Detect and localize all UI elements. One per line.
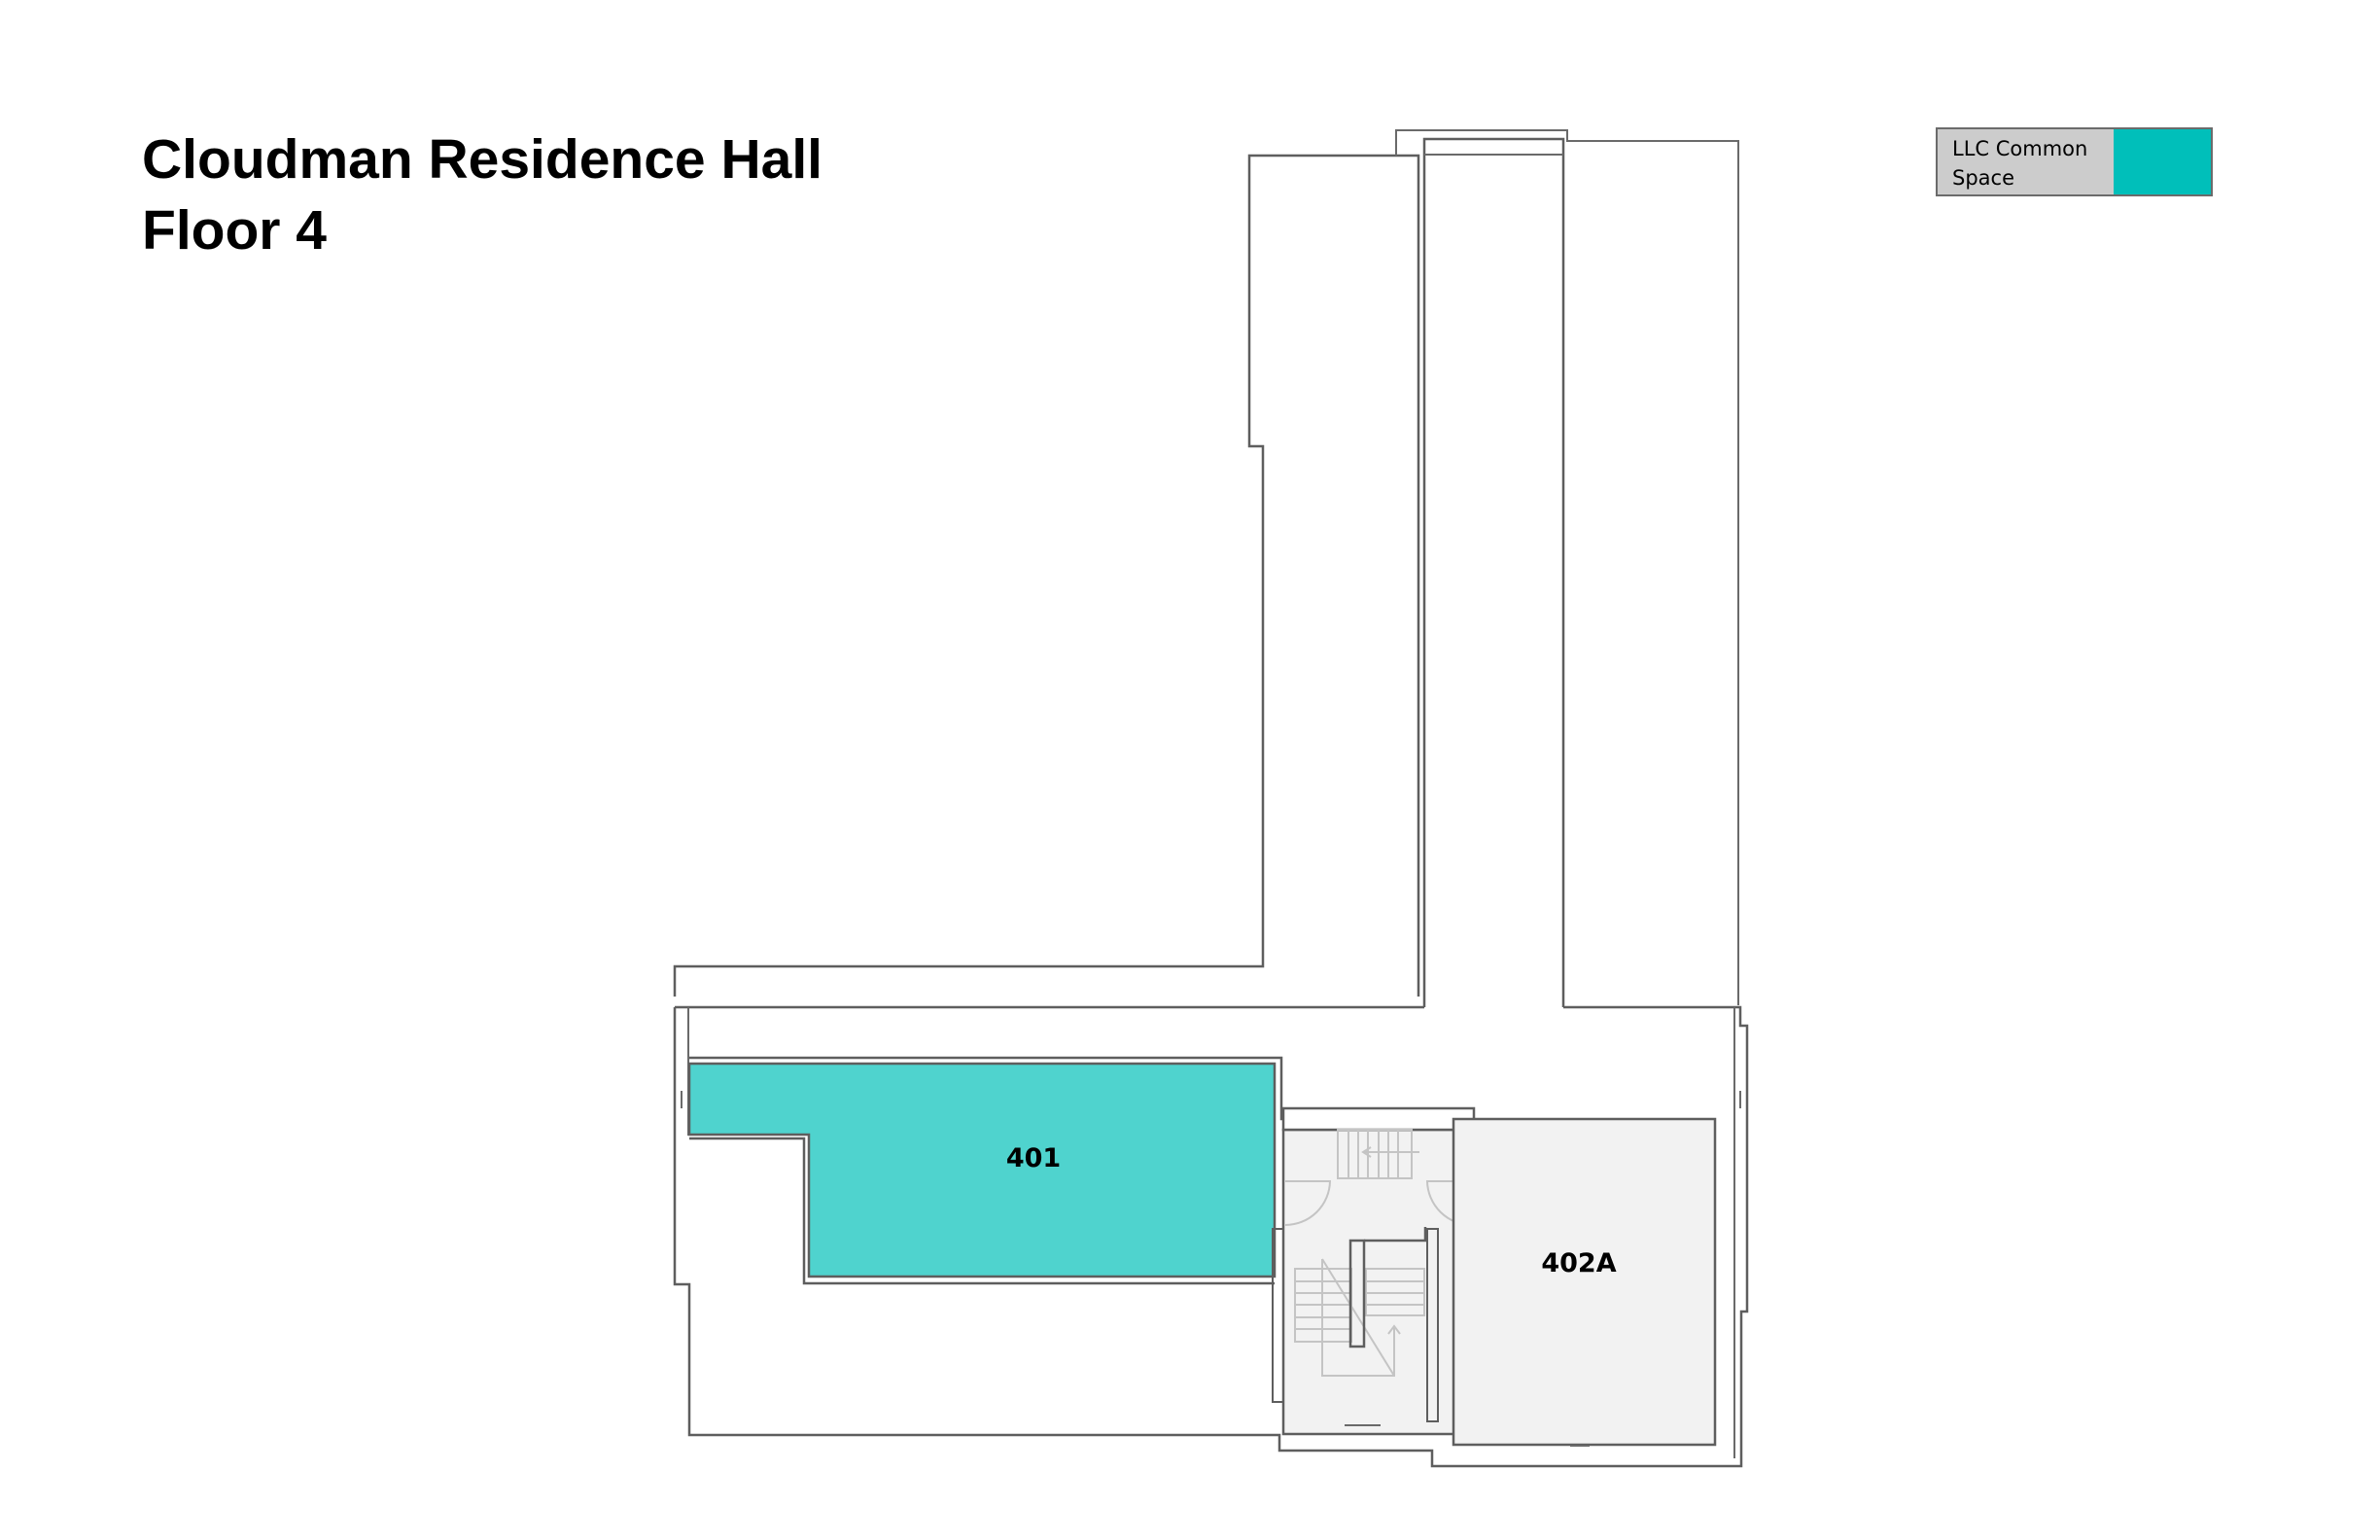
stairwell	[1272, 1106, 1476, 1436]
room-label-401: 401	[1006, 1143, 1061, 1173]
map-title: Cloudman Residence Hall Floor 4	[142, 124, 822, 266]
room-401[interactable]: 401	[687, 1056, 1471, 1285]
outer-wall-top	[1395, 129, 1739, 1005]
building-name: Cloudman Residence Hall	[142, 128, 823, 191]
legend-item-label: LLC Common Space	[1938, 129, 2114, 194]
door-swing-west	[1284, 1180, 1332, 1226]
corridor-top	[1422, 137, 1565, 1007]
east-north-wall	[673, 1005, 1749, 1468]
legend-swatch-llc-common-space	[2114, 129, 2211, 194]
outer-wall-upper-left	[673, 154, 1420, 997]
room-label-402A: 402A	[1541, 1248, 1616, 1278]
room-402A[interactable]: 402A	[1452, 1117, 1717, 1447]
legend: LLC Common Space	[1936, 127, 2213, 196]
floor-name: Floor 4	[142, 199, 328, 262]
